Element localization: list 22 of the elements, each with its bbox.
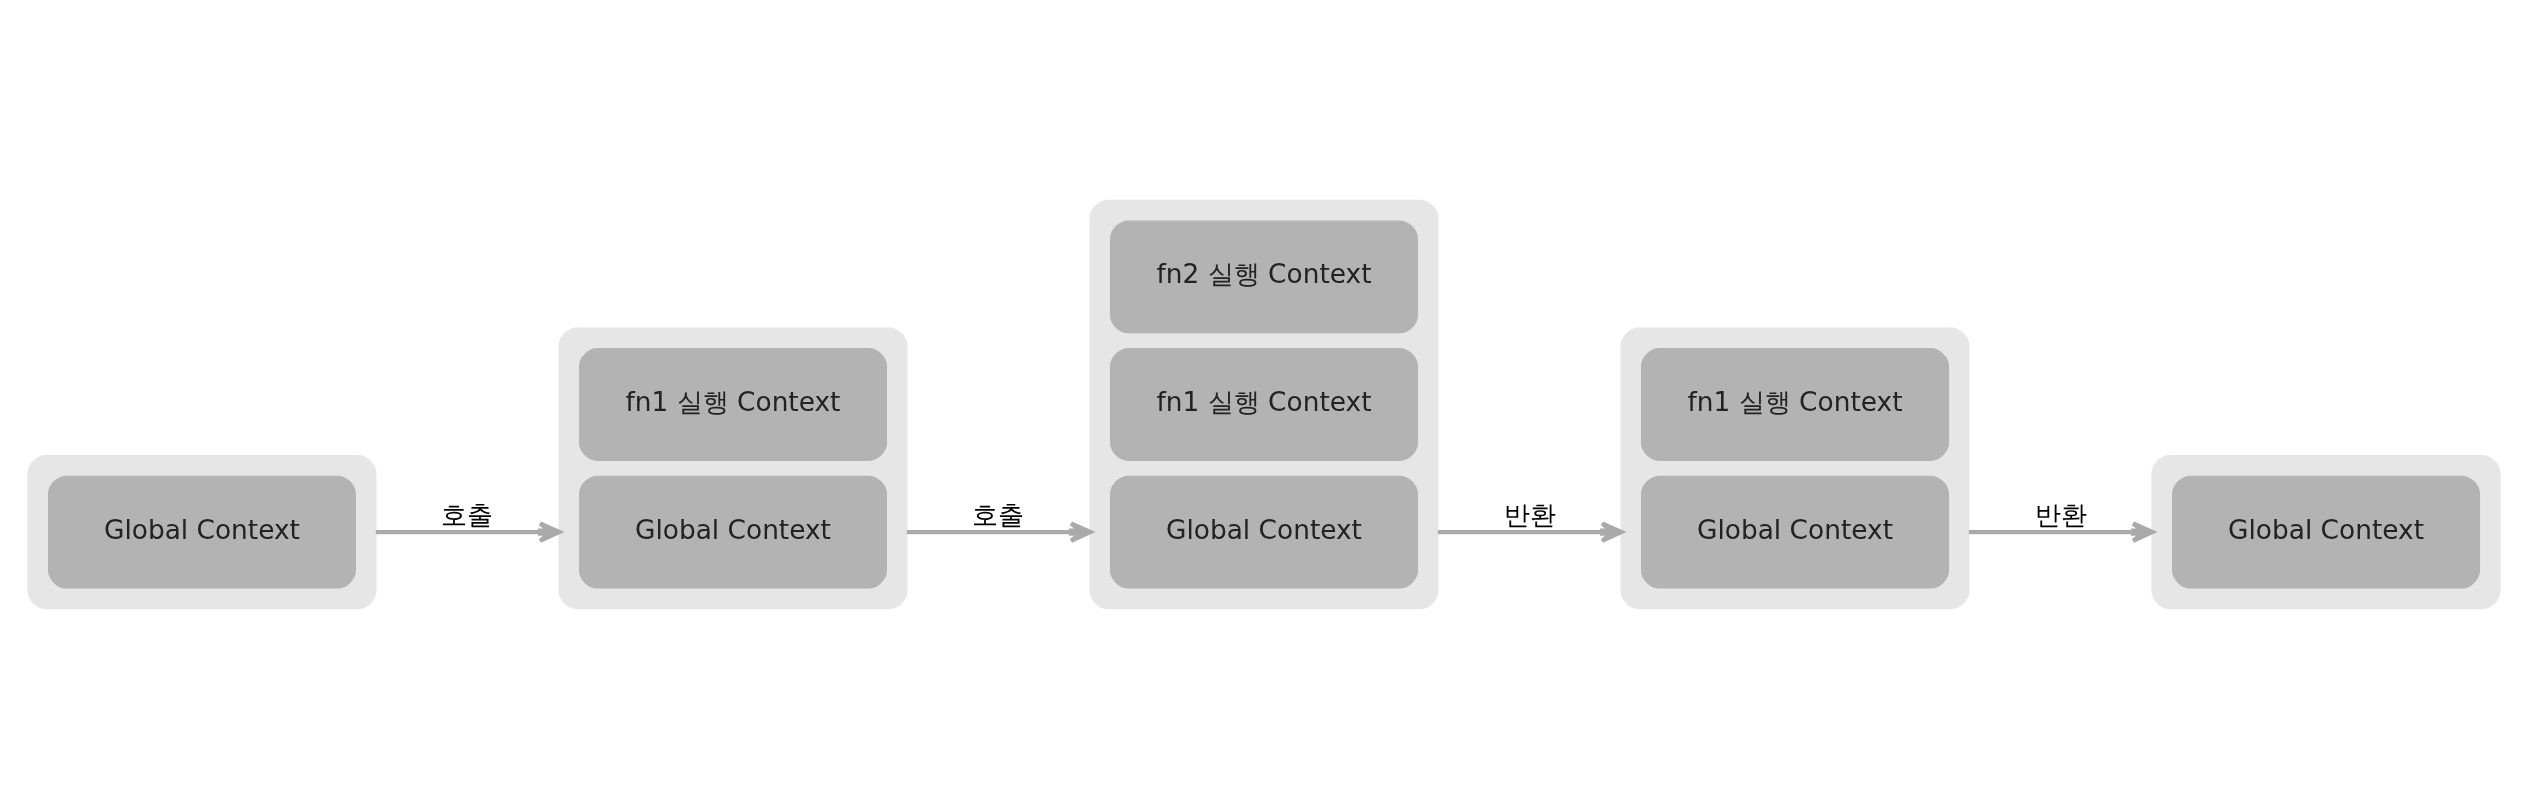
arrow: [375, 521, 562, 543]
node-box: Global Context: [2172, 475, 2481, 589]
edge-label: 호출: [972, 498, 1025, 530]
arrow: [1968, 521, 2155, 543]
edge-label: 호출: [441, 498, 494, 530]
cluster: [27, 455, 377, 610]
arrow: [906, 521, 1093, 543]
cluster: [2151, 455, 2501, 610]
edge-label: 반환: [2034, 498, 2087, 530]
cluster: [1620, 327, 1970, 610]
node-box: Global Context: [578, 475, 887, 589]
node-box: Global Context: [1641, 475, 1950, 589]
cluster: [1089, 199, 1439, 610]
node-box: fn2 실행 Context: [1109, 220, 1419, 334]
node-box: fn1 실행 Context: [1641, 348, 1950, 461]
node-box: Global Context: [1109, 475, 1419, 589]
node-box: fn1 실행 Context: [1109, 348, 1419, 461]
edge-label: 반환: [1503, 498, 1556, 530]
cluster: [558, 327, 908, 610]
node-box: fn1 실행 Context: [578, 348, 887, 461]
arrow: [1437, 521, 1624, 543]
node-box: Global Context: [47, 475, 356, 589]
